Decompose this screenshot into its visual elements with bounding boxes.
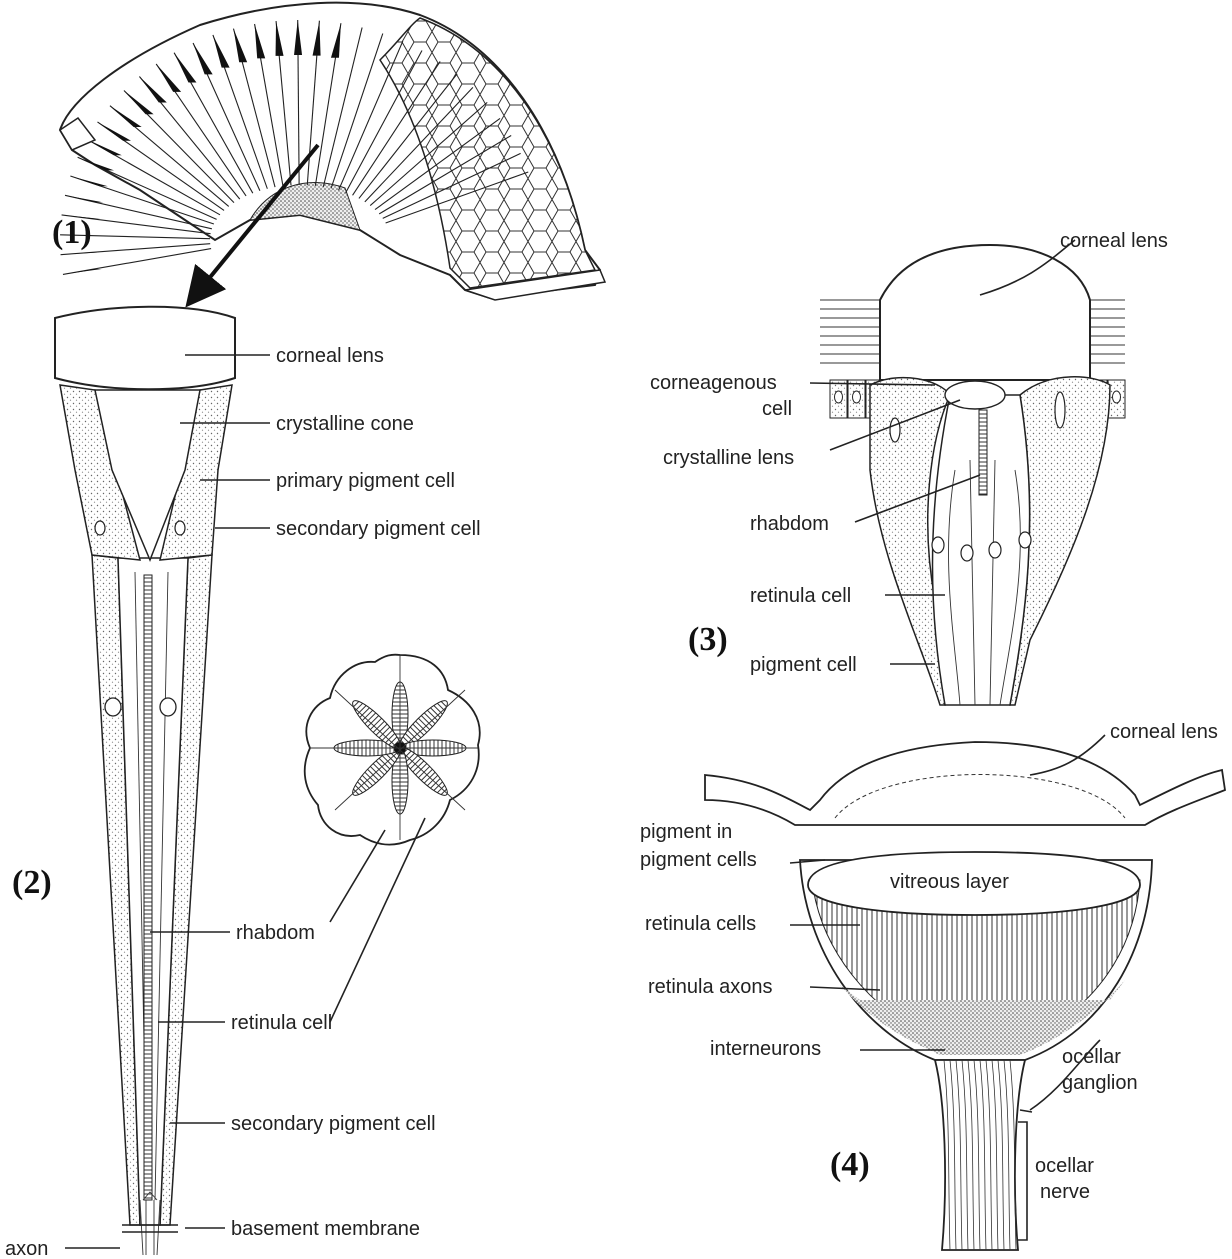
- panel-3-number: (3): [688, 621, 728, 658]
- p2-label-axon: axon: [5, 1238, 48, 1259]
- p3-label-pigment-cell: pigment cell: [750, 654, 857, 676]
- p4-label-pigment-in: pigment in: [640, 821, 732, 843]
- panel-1-number: (1): [52, 214, 92, 251]
- rhabdom-rod: [144, 575, 152, 1200]
- retinula-nucleus-right: [160, 698, 176, 716]
- panel-4-number: (4): [830, 1146, 870, 1183]
- corneal-lens-2: [55, 307, 235, 390]
- p4-label-ocellar-ganglion-1: ocellar: [1062, 1046, 1121, 1068]
- p3-label-rhabdom: rhabdom: [750, 513, 829, 535]
- p4-label-ocellar-ganglion-2: ganglion: [1062, 1072, 1138, 1094]
- p4-label-retinula-cells: retinula cells: [645, 913, 756, 935]
- p2-label-crystalline-cone: crystalline cone: [276, 413, 414, 435]
- p4-label-ocellar-nerve-2: nerve: [1040, 1181, 1090, 1203]
- p4-label-vitreous-layer: vitreous layer: [890, 871, 1009, 893]
- p2-label-retinula-cell: retinula cell: [231, 1012, 332, 1034]
- p4-label-retinula-axons: retinula axons: [648, 976, 773, 998]
- p2-label-corneal-lens: corneal lens: [276, 345, 384, 367]
- p3-label-corneagenous-cell: cell: [762, 398, 792, 420]
- p4-label-corneal-lens: corneal lens: [1110, 721, 1218, 743]
- p3-label-corneal-lens: corneal lens: [1060, 230, 1168, 252]
- rhabdom-cross-section: [305, 655, 480, 845]
- compound-eye-illustration: [60, 3, 605, 300]
- p2-label-primary-pigment-cell: primary pigment cell: [276, 470, 455, 492]
- p4-label-ocellar-nerve-1: ocellar: [1035, 1155, 1094, 1177]
- corneal-lens-3: [880, 245, 1090, 380]
- crystalline-lens-3: [945, 381, 1005, 409]
- p3-label-crystalline-lens: crystalline lens: [663, 447, 794, 469]
- p4-label-pigment-cells: pigment cells: [640, 849, 757, 871]
- cuticle-4: [705, 742, 1225, 825]
- dorsal-ocellus-illustration: [705, 742, 1225, 1250]
- p3-label-retinula-cell: retinula cell: [750, 585, 851, 607]
- rhabdom-3: [979, 410, 987, 495]
- p3-label-corneagenous: corneagenous: [650, 372, 777, 394]
- ocellus-illustration: [820, 245, 1125, 705]
- retinula-nucleus-left: [105, 698, 121, 716]
- p2-label-secondary-pigment-cell-bottom: secondary pigment cell: [231, 1113, 436, 1135]
- p2-label-basement-membrane: basement membrane: [231, 1218, 420, 1240]
- pigment-nucleus-right: [175, 521, 185, 535]
- panel-2-number: (2): [12, 864, 52, 901]
- p4-label-interneurons: interneurons: [710, 1038, 821, 1060]
- p2-label-secondary-pigment-cell-top: secondary pigment cell: [276, 518, 481, 540]
- pigment-nucleus-left: [95, 521, 105, 535]
- p2-label-rhabdom: rhabdom: [236, 922, 315, 944]
